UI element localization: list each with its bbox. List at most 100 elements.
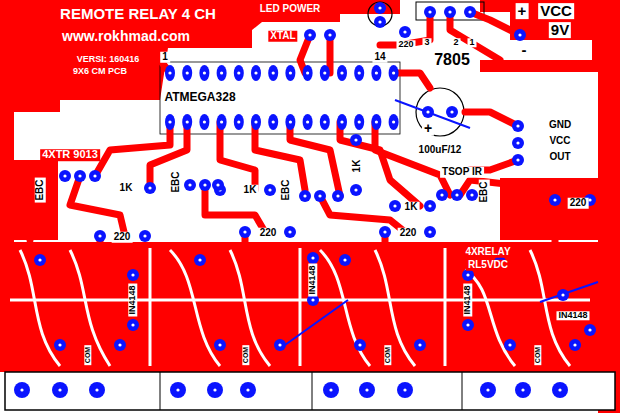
drill-hole	[289, 120, 292, 123]
drill-hole	[375, 120, 378, 123]
silkscreen-label: 220	[258, 228, 279, 239]
drill-hole	[318, 194, 321, 197]
solder-pad	[371, 65, 381, 81]
drill-hole	[58, 343, 61, 346]
copper-trace	[465, 112, 518, 126]
solder-pad	[324, 29, 336, 41]
solder-pad	[34, 254, 46, 266]
solder-pad	[371, 114, 381, 130]
silkscreen-label: 4XTR 9013	[40, 149, 100, 161]
isolation-gap	[230, 250, 270, 366]
silkscreen-label: www.rokhmad.com	[60, 29, 192, 44]
drill-hole	[203, 120, 206, 123]
copper-trace	[375, 122, 450, 195]
silkscreen-label: COM	[534, 345, 541, 365]
drill-hole	[237, 71, 240, 74]
silkscreen-label: 9V	[549, 22, 571, 38]
solder-pad	[199, 114, 209, 130]
solder-pad	[307, 252, 319, 264]
solder-pad	[89, 382, 105, 398]
drill-hole	[508, 343, 511, 346]
silkscreen-label: 220	[396, 40, 415, 49]
silkscreen-label: LED POWER	[258, 4, 323, 15]
solder-pad	[399, 26, 411, 38]
drill-hole	[254, 71, 257, 74]
solder-pad	[182, 114, 192, 130]
drill-hole	[354, 188, 357, 191]
ic-outline	[160, 62, 400, 134]
copper-trace	[27, 205, 34, 240]
drill-hole	[403, 30, 406, 33]
solder-pad	[114, 339, 126, 351]
drill-hole	[518, 33, 521, 36]
isolation-gap	[170, 250, 220, 366]
solder-pad	[389, 200, 401, 212]
solder-pad	[303, 65, 313, 81]
solder-pad	[514, 29, 526, 41]
solder-pad	[274, 339, 286, 351]
drill-hole	[148, 186, 151, 189]
board-title: REMOTE RELAY 4 CH	[58, 6, 218, 22]
solder-pad	[515, 382, 531, 398]
solder-pad	[504, 339, 516, 351]
solder-pad	[339, 254, 351, 266]
drill-hole	[143, 234, 146, 237]
solder-pad	[14, 382, 30, 398]
drill-hole	[516, 158, 519, 161]
silkscreen-label: 3	[422, 38, 431, 47]
silkscreen-label: 1K	[352, 158, 363, 175]
solder-pad	[94, 230, 106, 242]
solder-pad	[337, 65, 347, 81]
solder-pad	[251, 114, 261, 130]
isolation-gap	[10, 248, 590, 366]
silkscreen-label: EBC	[479, 179, 490, 204]
solder-pad	[184, 179, 196, 191]
drill-hole	[468, 10, 471, 13]
drill-hole	[131, 273, 134, 276]
solder-pad	[170, 382, 186, 398]
isolation-gap	[320, 250, 370, 366]
silkscreen-label: 100uF/12	[417, 145, 464, 156]
solder-pad	[89, 170, 101, 182]
drill-hole	[486, 388, 489, 391]
silkscreen-label: 9X6 CM PCB	[71, 67, 129, 76]
solder-pad	[462, 269, 474, 281]
drill-hole	[328, 33, 331, 36]
isolation-gap	[149, 248, 152, 366]
silkscreen-label: COM	[242, 345, 249, 365]
solder-pad	[74, 170, 86, 182]
led-outline	[368, 2, 392, 26]
drill-hole	[470, 193, 473, 196]
solder-pad	[285, 114, 295, 130]
drill-hole	[358, 343, 361, 346]
jumper-wire	[540, 282, 598, 302]
solder-pad	[284, 226, 296, 238]
silkscreen-label: 1K	[118, 183, 135, 194]
drill-hole	[588, 328, 591, 331]
solder-pad	[552, 382, 568, 398]
solder-pad	[144, 182, 156, 194]
solder-pad	[54, 339, 66, 351]
solder-pad	[354, 339, 366, 351]
solder-pad	[199, 179, 211, 191]
solder-pad	[214, 339, 226, 351]
solder-pad	[374, 16, 386, 28]
solder-pad	[320, 114, 330, 130]
copper-trace	[220, 122, 255, 190]
drill-hole	[358, 120, 361, 123]
drill-hole	[450, 110, 453, 113]
drill-hole	[323, 120, 326, 123]
drill-hole	[343, 258, 346, 261]
silkscreen-label: 220	[398, 228, 419, 239]
drill-hole	[553, 198, 556, 201]
solder-pad	[424, 200, 436, 212]
drill-hole	[95, 388, 98, 391]
drill-hole	[203, 71, 206, 74]
silkscreen-label: IN4148	[463, 283, 472, 316]
drill-hole	[20, 388, 23, 391]
solder-pad	[359, 382, 375, 398]
silkscreen-label: OUT	[547, 152, 572, 163]
silkscreen-label: TSOP IR	[440, 167, 484, 178]
